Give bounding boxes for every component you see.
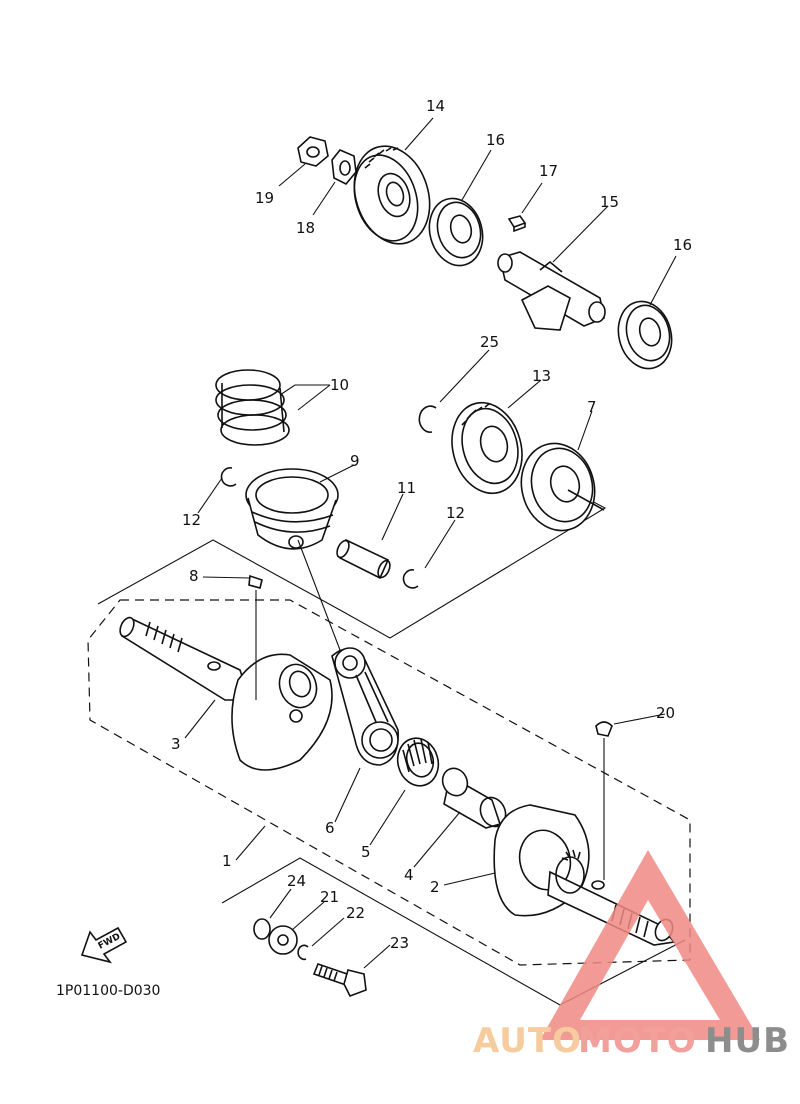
bearing-part-16-lower <box>617 300 673 370</box>
circlip-part-25 <box>418 405 437 433</box>
assembly-boundary-dashed <box>87 599 691 966</box>
callout-label: 9 <box>350 452 360 470</box>
callout-label: 19 <box>255 189 274 207</box>
woodruff-key-part-8 <box>248 574 263 589</box>
forward-arrow-icon: FWD <box>80 926 128 964</box>
watermark-word-hub: HUB <box>705 1021 790 1061</box>
crank-left-part-3 <box>119 616 333 771</box>
gear-part-14 <box>353 145 431 245</box>
balancer-shaft-part-15 <box>497 251 606 331</box>
circlip-part-12-right <box>402 569 419 589</box>
bolt-group-boundary <box>221 857 686 1006</box>
piston-group-boundary <box>97 477 607 639</box>
callout-label: 21 <box>320 888 339 906</box>
lock-washer-part-18 <box>331 149 357 185</box>
callout-label: 3 <box>171 735 181 753</box>
key-part-17 <box>507 215 527 233</box>
bolt-part-23 <box>312 962 367 998</box>
nut-part-19 <box>297 136 329 167</box>
leader-lines <box>184 117 677 969</box>
automotohub-watermark: AUTO MOTO HUB <box>473 850 790 1061</box>
crank-right-part-2 <box>493 804 676 946</box>
callout-label: 14 <box>426 97 445 115</box>
callout-label: 16 <box>486 131 505 149</box>
callout-label: 25 <box>480 333 499 351</box>
watermark-word-moto: MOTO <box>578 1021 697 1061</box>
needle-bearing-part-5 <box>396 737 440 787</box>
callout-label: 18 <box>296 219 315 237</box>
circlip-part-12-left <box>220 467 237 487</box>
bearing-part-7 <box>520 442 605 532</box>
woodruff-key-part-20 <box>595 721 613 737</box>
callout-label: 13 <box>532 367 551 385</box>
callout-label: 17 <box>539 162 558 180</box>
bearing-part-16-upper <box>428 197 484 267</box>
callout-label: 1 <box>222 852 232 870</box>
callout-label: 2 <box>430 878 440 896</box>
callout-label: 20 <box>656 704 675 722</box>
callout-label: 6 <box>325 819 335 837</box>
callout-label: 12 <box>446 504 465 522</box>
piston-rings-part-10 <box>215 369 290 446</box>
callout-label: 7 <box>587 398 597 416</box>
connecting-rod-part-6 <box>331 647 399 766</box>
crank-pin-part-4 <box>441 767 507 829</box>
callout-label: 15 <box>600 193 619 211</box>
watermark-word-auto: AUTO <box>473 1021 582 1061</box>
callout-label: 16 <box>673 236 692 254</box>
washer-part-21 <box>268 925 298 955</box>
diagram-part-code: 1P01100-D030 <box>56 983 160 999</box>
callout-label: 11 <box>397 479 416 497</box>
callout-label: 5 <box>361 843 371 861</box>
callout-label: 10 <box>330 376 349 394</box>
callout-label: 23 <box>390 934 409 952</box>
o-ring-part-24 <box>253 918 271 940</box>
callout-label: 24 <box>287 872 306 890</box>
callout-label: 8 <box>189 567 199 585</box>
callout-label: 22 <box>346 904 365 922</box>
callout-numbers: 1 2 3 4 5 6 7 8 9 10 11 12 12 13 14 15 1… <box>171 97 692 952</box>
watermark-triangle-logo <box>540 850 760 1040</box>
clip-part-22 <box>297 944 309 961</box>
gear-part-13 <box>451 401 523 495</box>
piston-pin-part-11 <box>336 538 391 580</box>
callout-label: 4 <box>404 866 414 884</box>
callout-label: 12 <box>182 511 201 529</box>
piston-part-9 <box>245 468 339 550</box>
